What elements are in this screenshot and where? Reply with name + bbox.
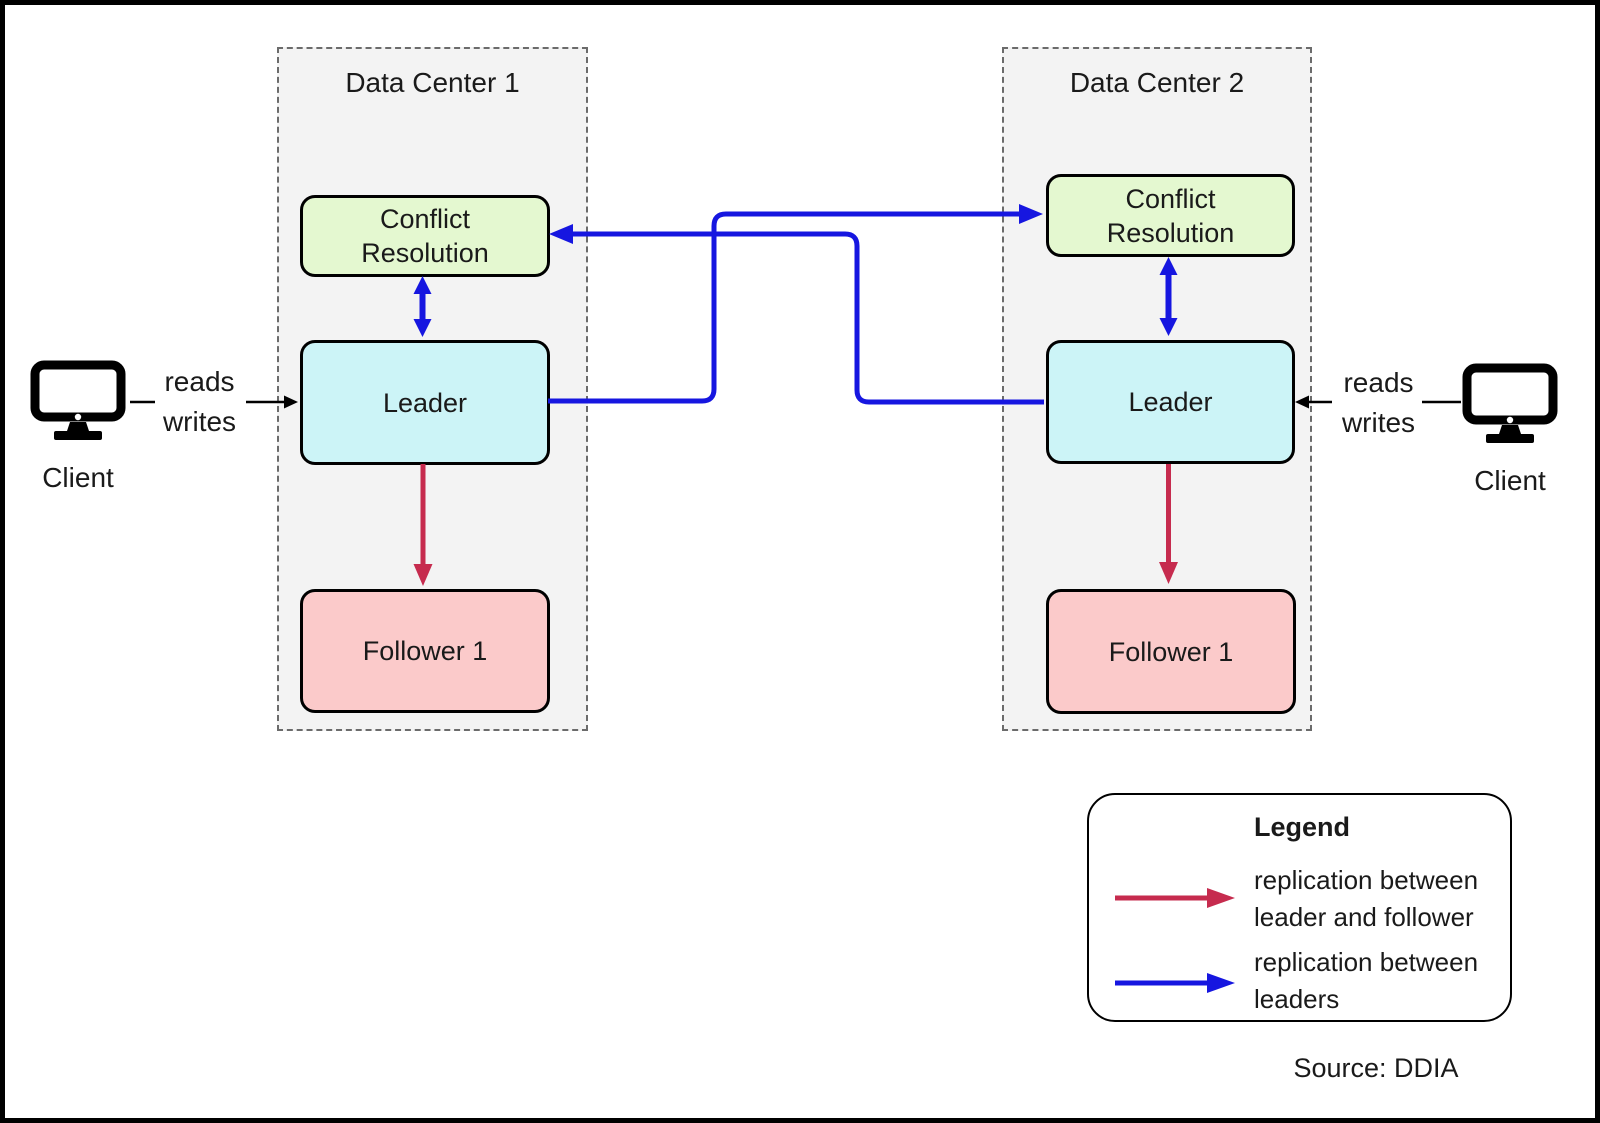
dc1-conflict-resolution-node: Conflict Resolution: [300, 195, 550, 277]
blue-arrow-icon: [1115, 973, 1235, 993]
monitor-icon: [1462, 363, 1558, 443]
legend-item-leader-follower: replication between leader and follower: [1254, 865, 1479, 932]
dc2-leader-label: Leader: [1128, 387, 1213, 417]
dc2-conflict-resolution-label: Conflict Resolution: [1106, 183, 1235, 248]
client-right-label: Client: [1474, 465, 1546, 496]
client-left-access-label: reads writes: [162, 366, 237, 437]
client-left-label: Client: [42, 462, 114, 493]
dc1-leader-node: Leader: [300, 340, 550, 465]
red-arrow-icon: [1115, 888, 1235, 908]
source-note: Source: DDIA: [1293, 1053, 1459, 1083]
client-left: Client: [30, 360, 126, 493]
data-center-2-title: Data Center 2: [1069, 67, 1245, 98]
dc2-follower-node: Follower 1: [1046, 589, 1296, 714]
client-right-access-label: reads writes: [1341, 367, 1416, 438]
dc2-conflict-resolution-node: Conflict Resolution: [1046, 174, 1295, 257]
dc2-follower-label: Follower 1: [1108, 636, 1234, 667]
dc1-conflict-resolution-label: Conflict Resolution: [361, 204, 489, 268]
dc2-leader-node: Leader: [1046, 340, 1295, 464]
monitor-icon: [30, 360, 126, 440]
dc2-to-dc1-replication-arrow: [549, 224, 1044, 405]
data-center-1-title: Data Center 1: [345, 67, 520, 98]
legend: Legend replication between leader and fo…: [1087, 793, 1512, 1022]
legend-title: Legend: [1254, 812, 1351, 842]
client-right: Client: [1462, 363, 1558, 496]
data-center-2: Data Center 2 Conflict Resolution Leader…: [1002, 47, 1312, 731]
dc1-follower-label: Follower 1: [362, 636, 488, 666]
dc1-follower-node: Follower 1: [300, 589, 550, 713]
legend-item-leaders: replication between leaders: [1254, 947, 1479, 1014]
data-center-1: Data Center 1 Conflict Resolution Leader…: [277, 47, 588, 731]
dc1-leader-label: Leader: [382, 387, 468, 418]
dc1-to-dc2-replication-arrow: [548, 204, 1043, 404]
